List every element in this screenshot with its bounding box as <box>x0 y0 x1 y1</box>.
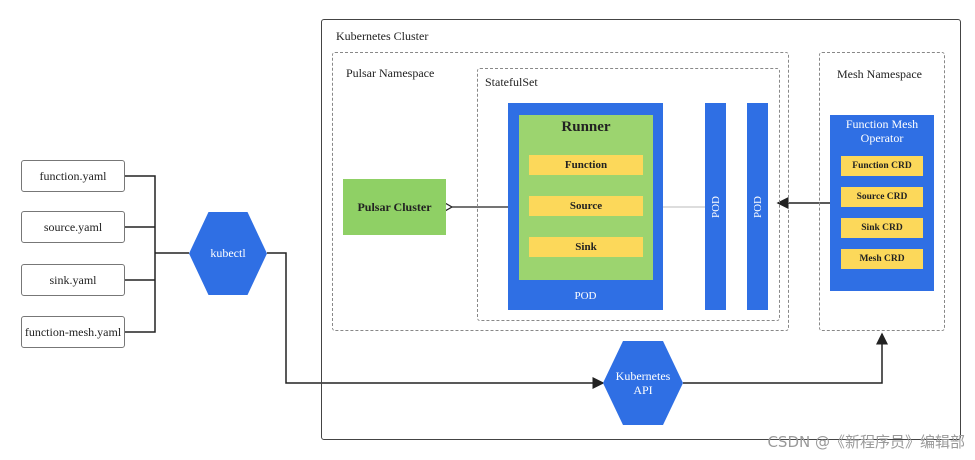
runner-item-function: Function <box>529 155 643 175</box>
watermark: CSDN @《新程序员》编辑部 <box>767 433 965 451</box>
yaml-file-function: function.yaml <box>21 160 125 192</box>
crd-source: Source CRD <box>841 187 923 207</box>
crd-sink: Sink CRD <box>841 218 923 238</box>
mesh-namespace-label: Mesh Namespace <box>837 67 922 81</box>
runner-pod-label: POD <box>574 290 597 302</box>
statefulset <box>477 68 780 321</box>
crd-function: Function CRD <box>841 156 923 176</box>
pulsar-cluster-label: Pulsar Cluster <box>357 199 432 214</box>
kubernetes-cluster-label: Kubernetes Cluster <box>336 29 429 43</box>
crd-mesh: Mesh CRD <box>841 249 923 269</box>
kubernetes-api-label: Kubernetes API <box>615 369 671 397</box>
kubectl-to-api-connector <box>267 252 605 389</box>
runner-item-sink: Sink <box>529 237 643 257</box>
statefulset-label: StatefulSet <box>485 75 538 89</box>
yaml-to-kubectl-connector <box>125 175 189 333</box>
pod-vertical-2: POD <box>747 103 768 310</box>
operator-title: Function Mesh Operator <box>845 117 919 145</box>
kubernetes-cluster <box>321 19 961 440</box>
yaml-file-function-mesh: function-mesh.yaml <box>21 316 125 348</box>
pulsar-namespace <box>332 52 789 331</box>
runner-title: Runner <box>561 119 611 135</box>
pod-vertical-1: POD <box>705 103 726 310</box>
pod-vertical-2-label: POD <box>751 195 764 218</box>
kubectl-label: kubectl <box>210 246 246 260</box>
mesh-namespace <box>819 52 945 331</box>
pod-vertical-1-label: POD <box>709 195 722 218</box>
api-to-mesh-connector <box>683 332 888 384</box>
yaml-file-sink: sink.yaml <box>21 264 125 296</box>
pulsar-namespace-label: Pulsar Namespace <box>346 66 435 80</box>
runner-item-source: Source <box>529 196 643 216</box>
yaml-file-source: source.yaml <box>21 211 125 243</box>
pulsar-cluster-box: Pulsar Cluster <box>343 179 446 235</box>
